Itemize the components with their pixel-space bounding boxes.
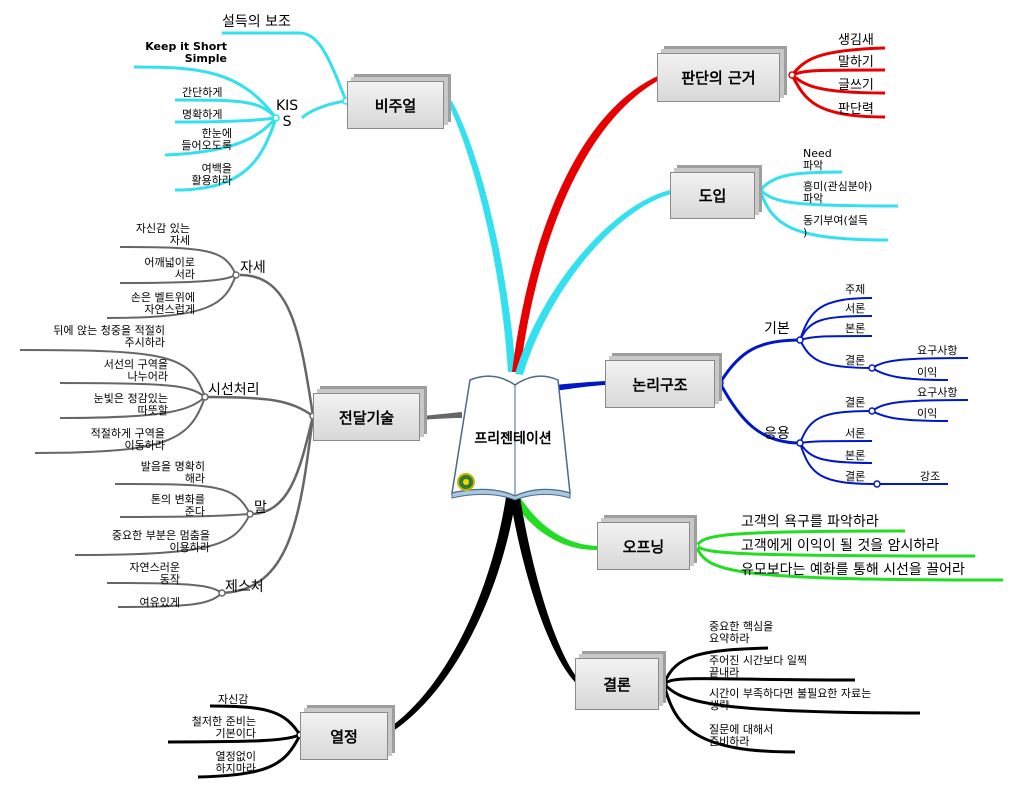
- conclusion-item-3: 시간이 부족하다면 불필요한 자료는 생략: [709, 687, 872, 712]
- opening-links: [694, 529, 1004, 582]
- visual-persuasion-aid: 설득의 보조: [222, 14, 291, 30]
- logic-applied-emphasis: 강조: [920, 470, 941, 483]
- visual-kiss-full: Keep it Short Simple: [145, 40, 227, 65]
- logic-basic-label: 기본: [764, 321, 790, 337]
- branch-intro: [515, 190, 671, 375]
- node-logic[interactable]: 논리구조: [605, 360, 715, 408]
- logic-applied-conclusion-2: 결론: [845, 470, 866, 483]
- node-intro-label: 도입: [698, 187, 727, 205]
- passion-item-3: 열정없이 하지마라: [215, 750, 256, 775]
- branch-delivery: [420, 412, 462, 420]
- judgment-links: [790, 46, 886, 119]
- delivery-speech-3: 중요한 부분은 멈춤을 이용하라: [111, 529, 210, 554]
- logic-applied-conclusion: 결론: [845, 396, 866, 409]
- node-delivery[interactable]: 전달기술: [313, 393, 420, 441]
- node-logic-label: 논리구조: [632, 375, 688, 394]
- delivery-posture-label: 자세: [240, 260, 266, 276]
- visual-links: [133, 31, 348, 192]
- conclusion-item-1: 중요한 핵심을 요약하라: [709, 620, 774, 645]
- delivery-posture-2: 어깨넓이로 서라: [144, 256, 195, 281]
- passion-item-1: 자신감: [218, 693, 249, 706]
- main-branches: [378, 75, 671, 739]
- opening-item-2: 고객에게 이익이 될 것을 암시하라: [741, 538, 940, 554]
- conclusion-links: [662, 646, 921, 754]
- branch-visual: [448, 101, 516, 372]
- node-judgment[interactable]: 판단의 근거: [657, 53, 780, 102]
- node-opening-label: 오프닝: [622, 537, 665, 556]
- visual-whitespace: 여백을 활용하라: [191, 162, 232, 187]
- node-judgment-label: 판단의 근거: [681, 69, 756, 87]
- conclusion-item-4: 질문에 대해서 준비하라: [709, 723, 774, 748]
- logic-basic-intro: 서론: [845, 302, 866, 315]
- logic-applied-benefit: 이익: [917, 407, 938, 420]
- judgment-item-1: 생김새: [838, 33, 874, 48]
- logic-links: [718, 297, 969, 486]
- node-visual-label: 비주얼: [374, 96, 417, 115]
- node-conclusion-label: 결론: [603, 675, 631, 694]
- branch-logic: [555, 381, 605, 391]
- logic-applied-intro: 서론: [845, 427, 866, 440]
- center-title: 프리젠테이션: [474, 431, 552, 447]
- node-passion-label: 열정: [330, 727, 358, 746]
- delivery-speech-label: 말: [254, 500, 267, 516]
- conclusion-item-2: 주어진 시간보다 일찍 끝내라: [709, 654, 808, 679]
- delivery-gaze-1: 뒤에 앉는 청중을 적절히 주시하라: [53, 324, 165, 349]
- delivery-gesture-1: 자연스러운 동작: [129, 561, 180, 586]
- logic-basic-benefit: 이익: [917, 366, 938, 379]
- delivery-gaze-3: 눈빛은 정감있는 따뜻할: [93, 392, 168, 417]
- judgment-item-3: 글쓰기: [838, 78, 874, 93]
- branch-passion: [378, 497, 516, 739]
- visual-kiss: KIS S: [276, 98, 299, 130]
- logic-applied-body: 본론: [845, 449, 866, 462]
- visual-clear: 명확하게: [182, 108, 223, 121]
- delivery-speech-2: 톤의 변화를 준다: [150, 493, 205, 518]
- node-intro[interactable]: 도입: [670, 172, 755, 219]
- intro-links: [758, 170, 899, 242]
- delivery-gaze-2: 서선의 구역을 나누어라: [103, 358, 168, 383]
- logic-applied-requirement: 요구사항: [917, 386, 958, 399]
- visual-simple: 간단하게: [182, 86, 223, 99]
- logic-basic-body: 본론: [845, 322, 866, 335]
- book-icon: [451, 375, 571, 501]
- intro-item-3: 동기부여(설득 ): [803, 214, 869, 239]
- delivery-posture-3: 손은 벨트위에 자연스럽게: [130, 291, 195, 316]
- node-passion[interactable]: 열정: [300, 712, 388, 760]
- judgment-item-4: 판단력: [838, 102, 874, 117]
- delivery-gaze-label: 시선처리: [208, 382, 260, 398]
- delivery-gesture-2: 여유있게: [139, 596, 180, 609]
- delivery-links: [19, 246, 315, 608]
- delivery-posture-1: 자신감 있는 자세: [135, 222, 190, 247]
- intro-item-2: 흥미(관심분야) 파악: [803, 180, 873, 205]
- delivery-speech-1: 발음을 명확히 해라: [140, 460, 205, 485]
- logic-basic-requirement: 요구사항: [917, 344, 958, 357]
- opening-item-1: 고객의 욕구를 파악하라: [741, 514, 879, 530]
- judgment-item-2: 말하기: [838, 55, 874, 70]
- opening-item-3: 유모보다는 예화를 통해 시선을 끌어라: [741, 562, 965, 578]
- passion-links: [167, 704, 302, 779]
- node-opening[interactable]: 오프닝: [597, 522, 690, 570]
- logic-basic-theme: 주제: [845, 283, 866, 296]
- node-conclusion[interactable]: 결론: [575, 658, 659, 710]
- logic-applied-label: 응용: [764, 426, 790, 442]
- passion-item-2: 철저한 준비는 기본이다: [191, 715, 256, 740]
- intro-item-1: Need 파악: [803, 147, 832, 172]
- branch-conclusion: [510, 497, 578, 682]
- delivery-gaze-4: 적절하게 구역을 이동하라: [90, 427, 165, 452]
- node-delivery-label: 전달기술: [338, 408, 395, 427]
- visual-glance: 한눈에 들어오도록: [181, 127, 232, 152]
- node-visual[interactable]: 비주얼: [347, 81, 444, 129]
- logic-basic-conclusion: 결론: [845, 354, 866, 367]
- delivery-gesture-label: 제스처: [225, 579, 264, 595]
